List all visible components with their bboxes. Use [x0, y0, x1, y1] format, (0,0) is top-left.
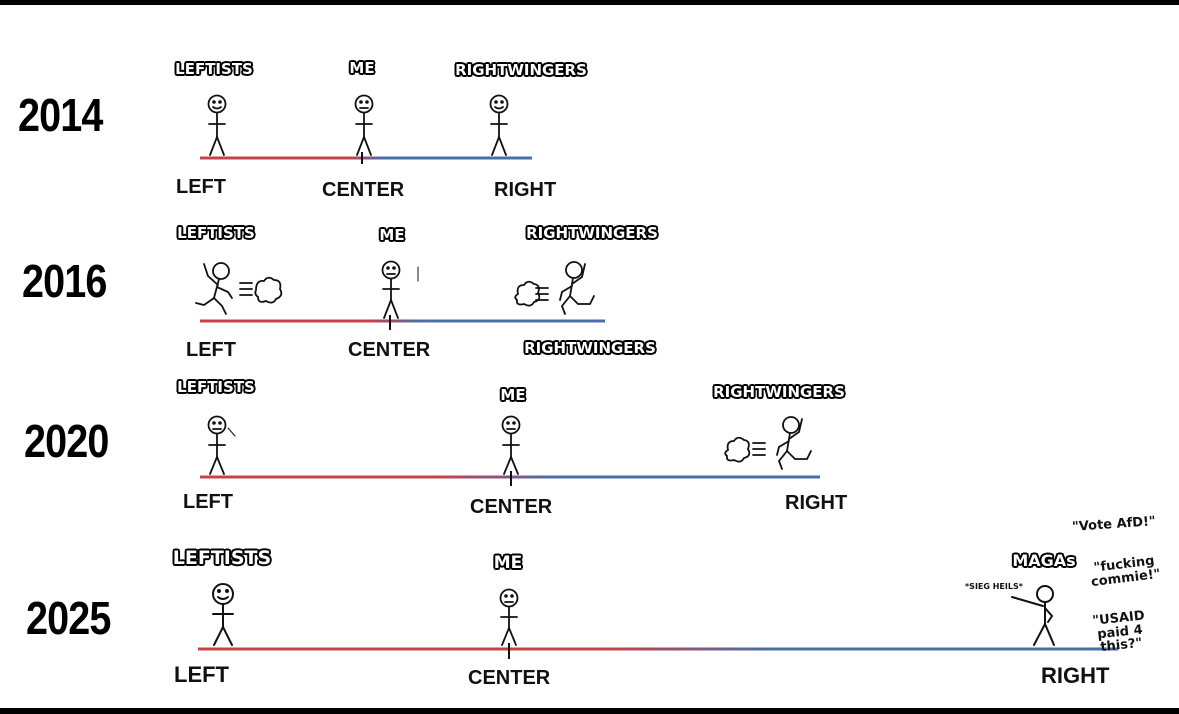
year-label-2020: 2020 [24, 415, 109, 467]
stick-figure-rightwingers-running-2020 [724, 416, 812, 470]
stick-figure-me-2020 [501, 415, 521, 475]
group-label-rightwingers-2014: RIGHTWINGERS [455, 61, 587, 79]
stick-figure-me-2014 [354, 94, 374, 156]
quote-usaid: "USAID paid 4 this?" [1091, 608, 1146, 656]
group-label-me-2014: ME [349, 59, 375, 77]
action-caption: *SIEG HEILS* [965, 582, 1023, 591]
stick-figure-rightwingers-2014 [489, 94, 509, 156]
stick-figure-leftists-2025 [212, 583, 234, 646]
group-label-leftists-2025: LEFTISTS [172, 547, 272, 569]
axis-label-center-2014: CENTER [322, 179, 405, 201]
year-label-2016: 2016 [22, 255, 107, 307]
axis-label-center-2025: CENTER [468, 667, 551, 689]
axis-label-left-2014: LEFT [176, 176, 226, 198]
axis-label-left-2020: LEFT [183, 491, 233, 513]
axis-label-left-2025: LEFT [174, 662, 229, 687]
axis-label-right-2020: RIGHT [785, 492, 848, 514]
axis-label-right-2025: RIGHT [1041, 663, 1110, 688]
axis-label-left-2016: LEFT [186, 339, 236, 361]
axis-label-right-2014: RIGHT [494, 179, 557, 201]
group-label-rightwingers-2020: RIGHTWINGERS [713, 383, 845, 401]
group-label-rightwingers-2016: RIGHTWINGERS [526, 224, 658, 242]
stick-figure-magas-saluting-2025 [1011, 585, 1055, 646]
group-label-leftists-2016: LEFTISTS [177, 224, 255, 242]
stick-figure-leftists-2020 [207, 415, 236, 475]
stick-figure-rightwingers-running-2016 [514, 261, 595, 315]
group-label-me-2016: ME [379, 226, 405, 244]
group-label-leftists-2020: LEFTISTS [177, 378, 255, 396]
axis-label-center-2020: CENTER [470, 496, 553, 518]
group-label-me-2025: ME [493, 553, 523, 573]
stick-figure-me-2016 [381, 260, 419, 319]
year-label-2014: 2014 [18, 89, 103, 141]
group-label-me-2020: ME [500, 386, 526, 404]
stick-figure-leftists-2014 [207, 94, 227, 156]
axis-label-center-2016: CENTER [348, 339, 431, 361]
year-label-2025: 2025 [26, 592, 111, 644]
axis-label-rightwingers-2016: RIGHTWINGERS [524, 339, 656, 357]
stick-figure-me-2025 [499, 588, 519, 646]
top-border [0, 0, 1179, 5]
group-label-leftists-2014: LEFTISTS [175, 60, 253, 78]
group-label-magas-2025: MAGAs [1012, 551, 1076, 570]
stick-figure-leftists-running-2016 [195, 262, 283, 315]
bottom-border [0, 708, 1179, 714]
